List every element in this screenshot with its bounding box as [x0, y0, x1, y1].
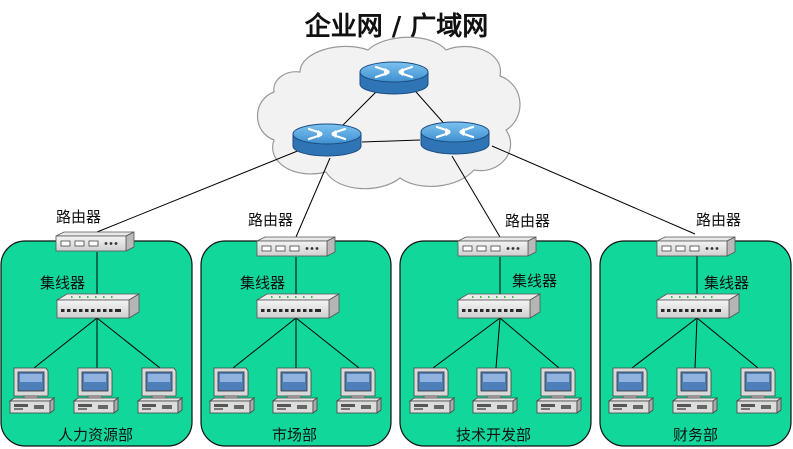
- department-name: 财务部: [673, 426, 719, 444]
- department-panels: [0, 240, 792, 447]
- router-label: 路由器: [696, 211, 742, 229]
- department-name: 人力资源部: [58, 426, 134, 444]
- core-router-icon: [291, 122, 363, 158]
- pc-icon: [472, 367, 518, 414]
- diagram-title: 企业网 / 广域网: [304, 12, 489, 42]
- pc-icon: [536, 367, 582, 414]
- hub-label: 集线器: [240, 274, 286, 292]
- pc-icon: [409, 367, 455, 414]
- hub-icon: [656, 293, 740, 319]
- pc-icon: [9, 367, 55, 414]
- hub-label: 集线器: [704, 274, 750, 292]
- hub-icon: [56, 293, 140, 319]
- department-panel: [399, 240, 592, 447]
- router-label: 路由器: [248, 211, 294, 229]
- pc-icon: [73, 367, 119, 414]
- router-icon: [55, 231, 135, 252]
- pc-icon: [209, 367, 255, 414]
- hub-icon: [256, 293, 340, 319]
- router-icon: [656, 236, 736, 257]
- hub-label: 集线器: [512, 272, 558, 290]
- hub-label: 集线器: [40, 274, 86, 292]
- router-label: 路由器: [505, 212, 551, 230]
- pc-icon: [736, 367, 782, 414]
- router-icon: [457, 236, 537, 257]
- connection-lines: [33, 83, 759, 369]
- core-router-icon: [419, 120, 491, 156]
- hub-icon: [457, 293, 541, 319]
- wan-cloud: [257, 36, 521, 190]
- core-router-icon: [358, 60, 430, 96]
- pc-icon: [672, 367, 718, 414]
- pc-icon: [137, 367, 183, 414]
- department-name: 技术开发部: [456, 426, 532, 444]
- router-label: 路由器: [56, 208, 102, 226]
- pc-icon: [608, 367, 654, 414]
- department-name: 市场部: [272, 426, 318, 444]
- pc-icon: [336, 367, 382, 414]
- pc-icon: [272, 367, 318, 414]
- router-icon: [256, 236, 336, 257]
